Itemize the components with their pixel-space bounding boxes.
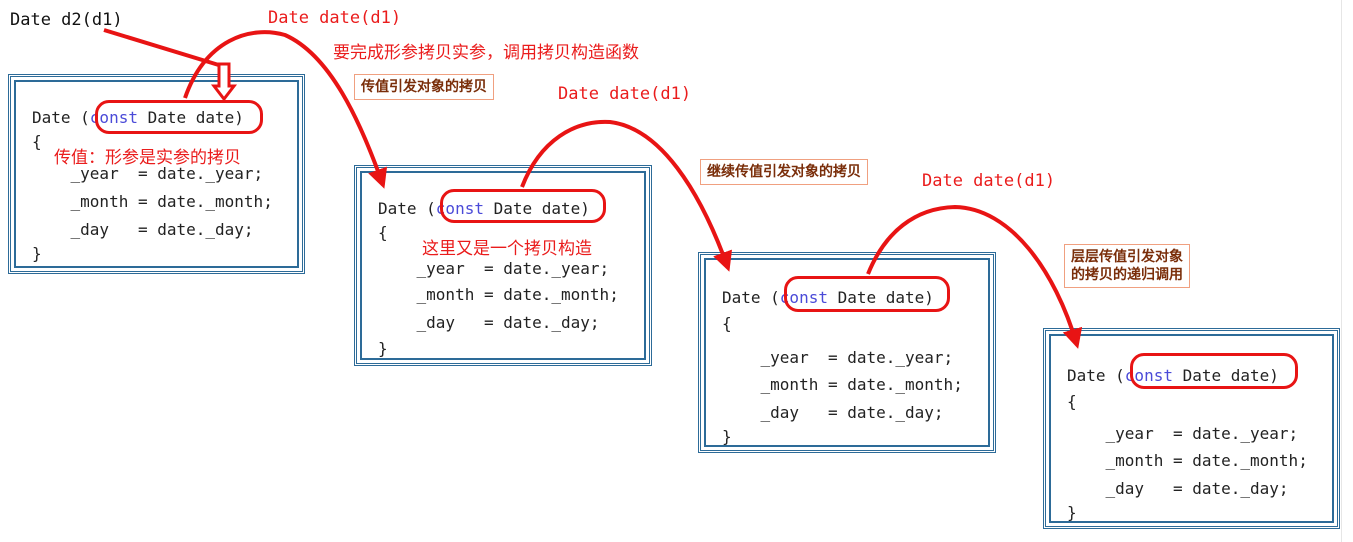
sig-param: Date date <box>137 108 235 127</box>
tag-continue-copy: 继续传值引发对象的拷贝 <box>700 159 868 185</box>
sig-open: Date ( <box>1067 366 1125 385</box>
top-call-text: Date d2(d1) <box>10 10 123 30</box>
note-pass-value: 传值：形参是实参的拷贝 <box>54 148 241 168</box>
brace-open: { <box>32 132 42 151</box>
sig-close: ) <box>1269 366 1279 385</box>
sig-open: Date ( <box>722 288 780 307</box>
code-line-month: _month = date._month; <box>32 192 273 211</box>
brace-open: { <box>722 314 732 333</box>
arrow-box3-to-box4 <box>866 204 1083 349</box>
sig-param: Date date <box>1172 366 1270 385</box>
sig-open: Date ( <box>32 108 90 127</box>
code-line-month: _month = date._month; <box>722 375 963 394</box>
sig-param: Date date <box>483 199 581 218</box>
sig-close: ) <box>234 108 244 127</box>
param-highlight-1 <box>95 100 263 134</box>
code-box-3: Date (const Date date) { _year = date._y… <box>698 252 996 453</box>
tag-pass-value-copy: 传值引发对象的拷贝 <box>354 74 494 100</box>
sig-close: ) <box>580 199 590 218</box>
code-box-4-signature: Date (const Date date) <box>1067 362 1279 390</box>
sig-param: Date date <box>827 288 925 307</box>
sig-open: Date ( <box>378 199 436 218</box>
param-highlight-3 <box>784 276 950 312</box>
code-line-day: _day = date._day; <box>1067 479 1289 498</box>
code-box-1-signature: Date (const Date date) <box>32 104 244 132</box>
brace-open: { <box>378 223 388 242</box>
code-line-year: _year = date._year; <box>378 259 610 278</box>
brace-open: { <box>1067 392 1077 411</box>
code-line-month: _month = date._month; <box>1067 451 1308 470</box>
hollow-down-arrow <box>210 62 238 102</box>
code-line-year: _year = date._year; <box>1067 424 1299 443</box>
tag-recursive-copy: 层层传值引发对象 的拷贝的递归调用 <box>1064 244 1190 288</box>
arrow-box1-to-box2 <box>183 30 388 189</box>
brace-close: } <box>32 244 42 263</box>
code-line-day: _day = date._day; <box>378 313 600 332</box>
brace-close: } <box>1067 503 1077 522</box>
code-line-day: _day = date._day; <box>32 220 254 239</box>
code-line-year: _year = date._year; <box>722 348 954 367</box>
call-label-2: Date date(d1) <box>558 84 692 104</box>
brace-close: } <box>722 427 732 446</box>
arrow-call-to-box1 <box>103 28 223 68</box>
note-again-copy: 这里又是一个拷贝构造 <box>422 239 592 259</box>
brace-close: } <box>378 339 388 358</box>
sig-close: ) <box>924 288 934 307</box>
tag-recursive-line1: 层层传值引发对象 <box>1071 249 1183 265</box>
right-edge-line <box>1341 0 1342 542</box>
code-line-month: _month = date._month; <box>378 285 619 304</box>
note-complete: 要完成形参拷贝实参，调用拷贝构造函数 <box>333 43 639 63</box>
code-line-year: _year = date._year; <box>32 164 264 183</box>
param-highlight-2 <box>440 189 606 223</box>
param-highlight-4 <box>1130 353 1298 389</box>
tag-recursive-line2: 的拷贝的递归调用 <box>1071 267 1183 283</box>
call-label-3: Date date(d1) <box>922 171 1056 191</box>
code-line-day: _day = date._day; <box>722 403 944 422</box>
arrow-box2-to-box3 <box>520 119 733 272</box>
call-label-1: Date date(d1) <box>268 8 402 28</box>
